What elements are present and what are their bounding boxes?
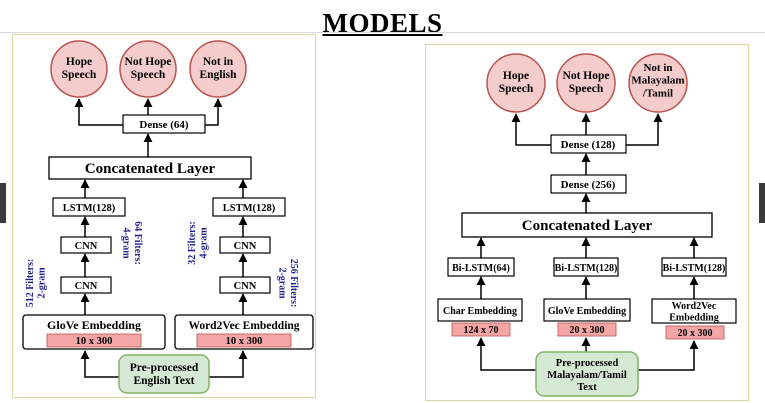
svg-text:Dense (64): Dense (64)	[139, 119, 189, 131]
cnn-left-bottom: CNN	[60, 276, 112, 294]
svg-text:Char Embedding: Char Embedding	[443, 306, 517, 317]
svg-text:CNN: CNN	[75, 241, 98, 252]
lstm-right: LSTM(128)	[212, 197, 286, 217]
filter-note-512: 512 Filters:2-gram	[25, 259, 48, 308]
bilstm-glove: Bi-LSTM(128)	[553, 257, 619, 277]
dense-256-layer: Dense (256)	[550, 174, 627, 194]
bilstm-char: Bi-LSTM(64)	[447, 257, 515, 277]
filter-note-64: 64 Filters:4-gram	[121, 221, 144, 265]
cnn-right-bottom: CNN	[219, 276, 271, 294]
title-rule	[0, 32, 765, 33]
svg-text:CNN: CNN	[234, 241, 257, 252]
cnn-left-top: CNN	[60, 236, 112, 254]
right-edge-bar	[759, 183, 765, 223]
concatenated-layer: Concatenated Layer	[48, 156, 252, 180]
svg-text:Dense (256): Dense (256)	[561, 179, 616, 191]
concatenated-layer: Concatenated Layer	[461, 212, 713, 238]
cnn-right-top: CNN	[219, 236, 271, 254]
word2vec-dim: 10 x 300	[226, 336, 263, 347]
left-edge-bar	[0, 183, 6, 223]
svg-text:Bi-LSTM(64): Bi-LSTM(64)	[452, 263, 510, 274]
glove-embedding: GloVe Embedding 10 x 300	[22, 314, 166, 350]
bilstm-word2vec: Bi-LSTM(128)	[661, 257, 727, 277]
word2vec-embedding: Word2Vec Embedding 10 x 300	[174, 314, 314, 350]
svg-text:CNN: CNN	[75, 281, 98, 292]
dense-layer: Dense (64)	[122, 114, 206, 134]
glove-embedding: GloVe Embedding 20 x 300	[543, 298, 631, 337]
filter-note-256: 256 Filters:2-gram	[277, 259, 300, 308]
svg-text:LSTM(128): LSTM(128)	[223, 203, 276, 214]
svg-text:Concatenated Layer: Concatenated Layer	[85, 161, 216, 177]
dense-128-layer: Dense (128)	[550, 134, 627, 154]
filter-note-32: 32 Filters:4-gram	[187, 221, 210, 265]
glove-dim: 20 x 300	[570, 325, 605, 336]
svg-text:Concatenated Layer: Concatenated Layer	[522, 218, 653, 234]
glove-dim: 10 x 300	[76, 336, 113, 347]
word2vec-dim: 20 x 300	[678, 328, 713, 339]
char-embedding: Char Embedding 124 x 70	[437, 298, 523, 337]
svg-text:Dense (128): Dense (128)	[561, 139, 616, 151]
svg-text:GloVe Embedding: GloVe Embedding	[47, 318, 141, 332]
lstm-left: LSTM(128)	[52, 197, 126, 217]
svg-text:Bi-LSTM(128): Bi-LSTM(128)	[663, 263, 726, 274]
svg-text:GloVe Embedding: GloVe Embedding	[548, 306, 626, 317]
slide-title: MODELS	[322, 8, 443, 38]
svg-text:Word2Vec Embedding: Word2Vec Embedding	[188, 320, 299, 332]
char-dim: 124 x 70	[464, 325, 499, 336]
svg-text:LSTM(128): LSTM(128)	[63, 203, 116, 214]
svg-text:Bi-LSTM(128): Bi-LSTM(128)	[555, 263, 618, 274]
svg-text:CNN: CNN	[234, 281, 257, 292]
